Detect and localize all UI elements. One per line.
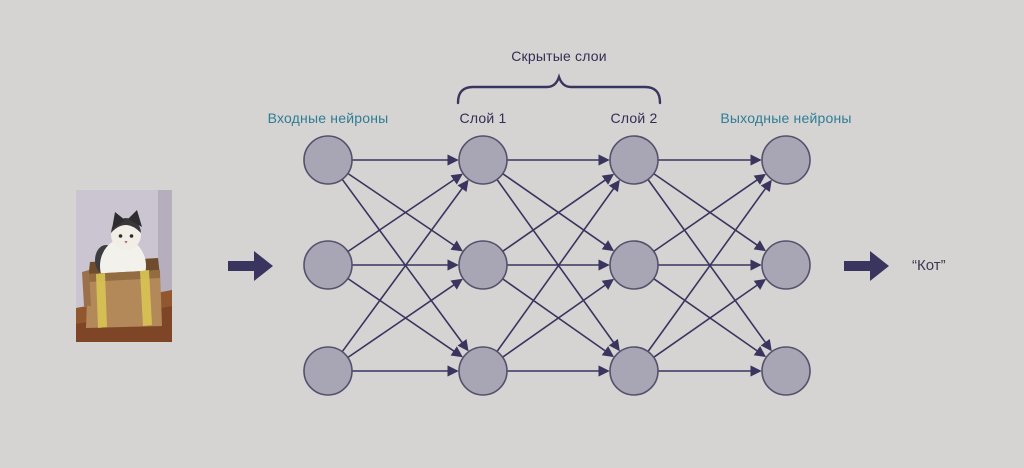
connection-edge [653, 172, 766, 252]
neurons-group [303, 135, 811, 396]
connection-edge [502, 278, 615, 358]
connection-edge [502, 278, 615, 358]
label-input-neurons: Входные нейроны [267, 110, 389, 126]
neuron-output-neurons-2 [761, 240, 811, 290]
neuron-input-neurons-1 [303, 135, 353, 185]
neuron-output-neurons-3 [761, 346, 811, 396]
connection-edge [653, 278, 767, 358]
label-layer-1: Слой 1 [459, 110, 507, 126]
connection-edge [653, 278, 767, 358]
hidden-layers-label: Скрытые слои [511, 48, 607, 64]
neuron-input-neurons-3 [303, 346, 353, 396]
connection-edge [347, 173, 463, 253]
edges-group [341, 154, 772, 377]
label-layer-2: Слой 2 [610, 110, 658, 126]
neuron-layer-1-2 [458, 240, 508, 290]
connection-edge [502, 173, 615, 252]
connection-edge [347, 277, 463, 358]
neuron-layer-2-1 [609, 135, 659, 185]
connection-edge [341, 179, 469, 353]
cat-photo [76, 190, 172, 342]
neuron-layer-1-3 [458, 346, 508, 396]
connection-edge [502, 173, 615, 252]
output-label: “Кот” [912, 257, 946, 274]
neuron-layer-1-1 [458, 135, 508, 185]
connection-edge [653, 173, 766, 253]
cat-image [76, 190, 172, 342]
hidden-layers-brace [456, 73, 662, 105]
neuron-layer-2-3 [609, 346, 659, 396]
connection-edge [496, 179, 620, 352]
connection-edge [647, 179, 772, 352]
label-output-neurons: Выходные нейроны [720, 110, 852, 126]
input-arrow-icon [228, 251, 273, 281]
connection-edge [347, 172, 463, 252]
neuron-output-neurons-1 [761, 135, 811, 185]
output-arrow-icon [844, 251, 889, 281]
neuron-input-neurons-2 [303, 240, 353, 290]
connection-edge [347, 278, 463, 359]
neuron-layer-2-2 [609, 240, 659, 290]
